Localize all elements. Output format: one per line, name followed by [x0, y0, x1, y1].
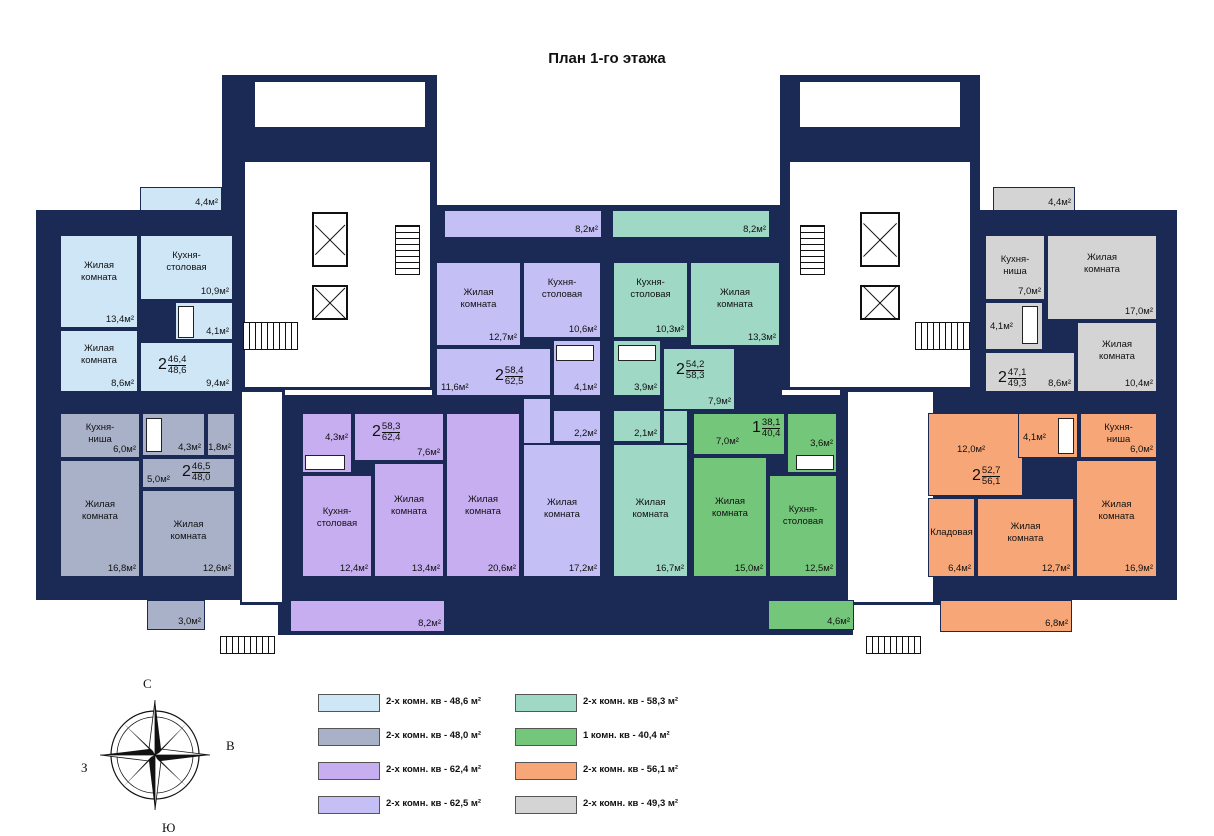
room-hallway[interactable]: 7,9м²: [663, 348, 735, 410]
legend-label: 2-х комн. кв - 62,5 м²: [386, 798, 482, 809]
bathtub: [1058, 418, 1074, 454]
legend-label: 2-х комн. кв - 56,1 м²: [583, 764, 679, 775]
bathtub: [618, 345, 656, 361]
room-toilet[interactable]: 2,1м²: [613, 410, 661, 442]
compass-rose-icon: [99, 699, 211, 811]
room-balcony[interactable]: 6,8м²: [940, 600, 1072, 632]
compass-north: С: [143, 676, 152, 691]
compass-east: В: [226, 738, 235, 753]
plan-title: План 1-го этажа: [548, 50, 666, 67]
bathtub: [178, 306, 194, 338]
bathtub: [305, 455, 345, 470]
entrance-steps: [243, 322, 298, 350]
corridor-right-interior: [848, 392, 933, 602]
legend-swatch: [318, 796, 380, 814]
elevator-shaft: [312, 212, 348, 267]
legend-swatch: [515, 796, 577, 814]
stair-core-left-top: [255, 82, 425, 127]
legend-swatch: [515, 694, 577, 712]
legend-label: 2-х комн. кв - 49,3 м²: [583, 798, 679, 809]
bathtub: [556, 345, 594, 361]
room-hallway[interactable]: 5,0м²: [142, 458, 235, 488]
legend-label: 2-х комн. кв - 48,6 м²: [386, 696, 482, 707]
room-hallway[interactable]: 11,6м²: [436, 348, 551, 396]
legend-label: 2-х комн. кв - 62,4 м²: [386, 764, 482, 775]
elevator-shaft: [860, 212, 900, 267]
bathtub: [146, 418, 162, 452]
legend-swatch: [318, 728, 380, 746]
room-balcony[interactable]: 8,2м²: [290, 600, 445, 632]
legend-swatch: [515, 762, 577, 780]
staircase: [800, 225, 825, 275]
room-balcony[interactable]: 3,0м²: [147, 600, 205, 630]
corridor-left-interior: [242, 392, 282, 602]
bathtub: [1022, 306, 1038, 344]
legend-swatch: [318, 694, 380, 712]
legend-label: 1 комн. кв - 40,4 м²: [583, 730, 670, 741]
entrance-steps: [866, 636, 921, 654]
bathtub: [796, 455, 834, 470]
legend-label: 2-х комн. кв - 48,0 м²: [386, 730, 482, 741]
room-balcony[interactable]: 8,2м²: [444, 210, 602, 238]
room-toilet[interactable]: 1,8м²: [207, 413, 235, 456]
room-hallway[interactable]: 7,0м²: [693, 413, 785, 455]
room-hallway[interactable]: 8,6м²: [985, 352, 1075, 392]
room-toilet[interactable]: 2,2м²: [553, 410, 601, 442]
room-hallway[interactable]: 9,4м²: [140, 342, 233, 392]
elevator-shaft: [860, 285, 900, 320]
room-balcony[interactable]: 4,6м²: [768, 600, 854, 630]
room-hallway[interactable]: 12,0м²: [928, 413, 1023, 496]
stair-core-right-top: [800, 82, 960, 127]
legend-swatch: [318, 762, 380, 780]
staircase: [395, 225, 420, 275]
room-corridor[interactable]: [663, 410, 688, 444]
room-balcony[interactable]: 8,2м²: [612, 210, 770, 238]
room-balcony[interactable]: 4,4м²: [993, 187, 1075, 211]
legend-swatch: [515, 728, 577, 746]
compass-south: Ю: [162, 820, 176, 835]
entrance-steps: [220, 636, 275, 654]
legend-label: 2-х комн. кв - 58,3 м²: [583, 696, 679, 707]
room-balcony[interactable]: 4,4м²: [140, 187, 222, 211]
entrance-steps: [915, 322, 970, 350]
room-hallway[interactable]: 7,6м²: [354, 413, 444, 461]
elevator-shaft: [312, 285, 348, 320]
room-corridor[interactable]: [523, 398, 551, 444]
compass-west: З: [81, 760, 88, 775]
